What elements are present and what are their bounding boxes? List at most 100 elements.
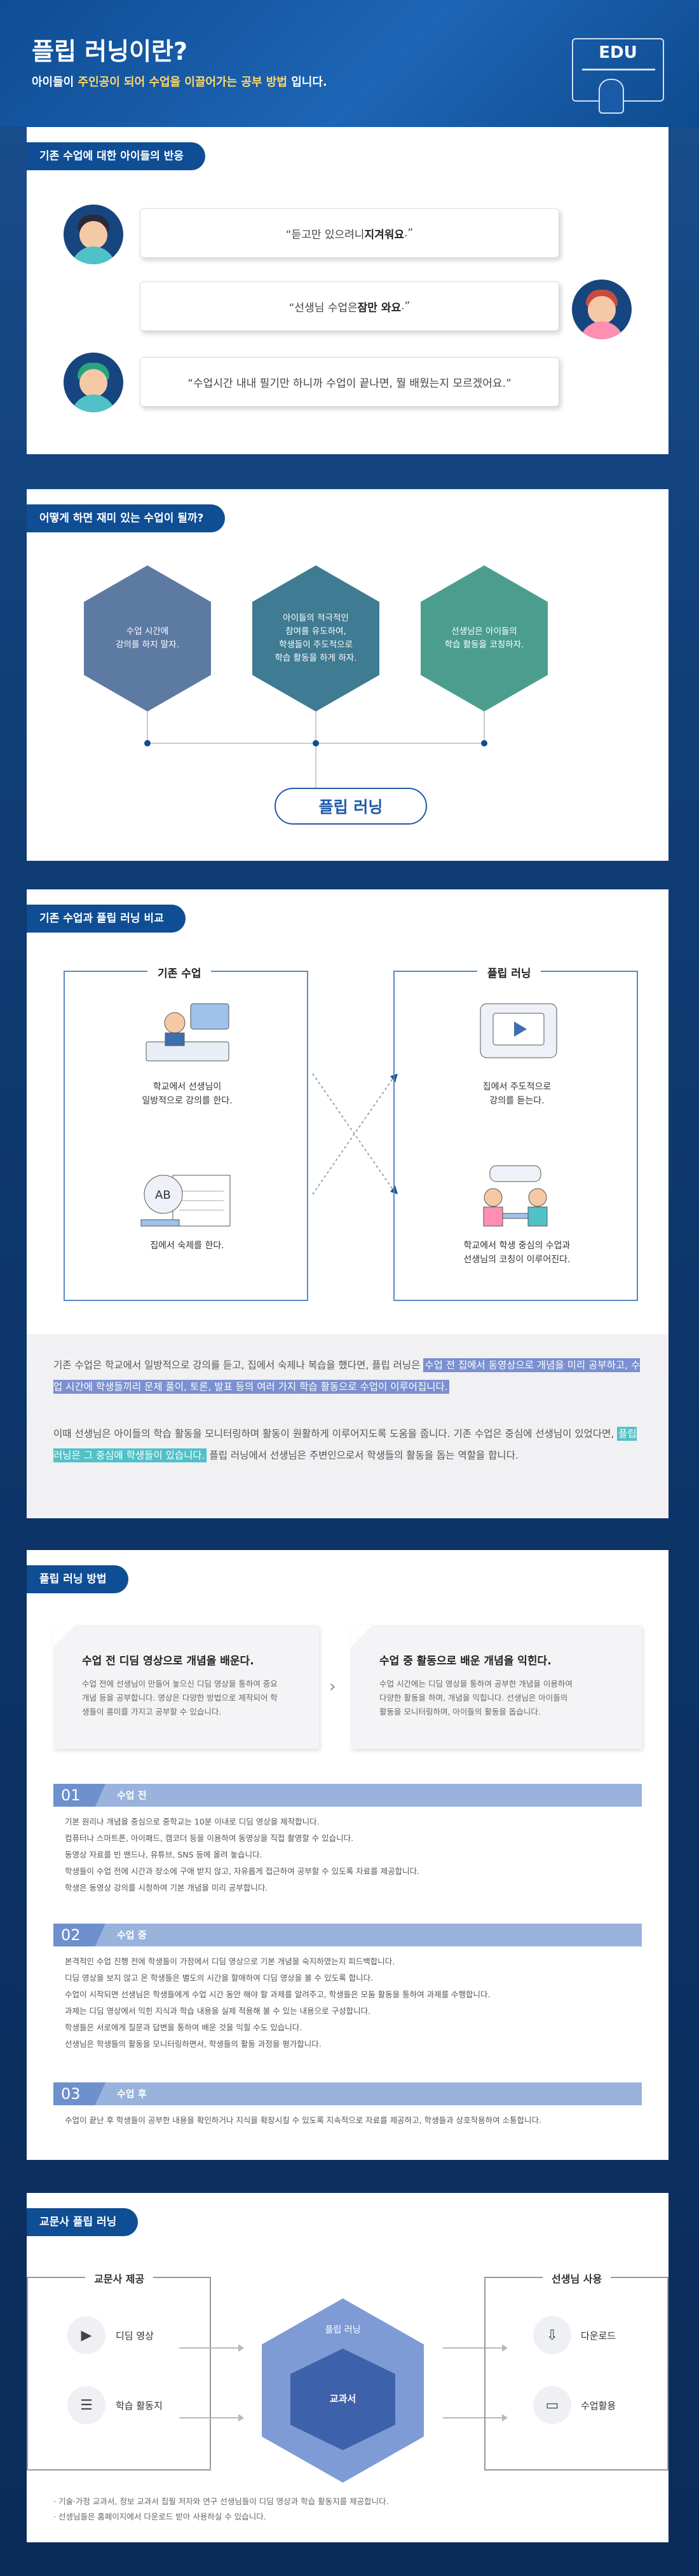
footnote-2: · 선생님들은 홈페이지에서 다운로드 받아 사용하실 수 있습니다. — [53, 2512, 266, 2521]
teacher-item-class-use: 수업활용 — [581, 2400, 616, 2411]
flip-caption-1: 집에서 주도적으로 강의를 듣는다. — [482, 1082, 552, 1106]
method-card-during: 수업 중 활동으로 배운 개념을 익힌다. 수업 시간에는 디딤 영상을 통하여… — [351, 1625, 642, 1749]
arrow-right-icon — [179, 2414, 244, 2422]
traditional-caption-1: 학교에서 선생님이 일방적으로 강의를 한다. — [142, 1082, 233, 1106]
section-method: 플립 러닝 방법 수업 전 디딤 영상으로 개념을 배운다. 수업 전에 선생님… — [27, 1550, 668, 2160]
connector-dot — [481, 740, 487, 746]
quote-end: .” — [401, 300, 411, 313]
hex-no-lecture: 수업 시간에 강의를 하지 말자. — [84, 565, 211, 711]
step-line: 디딤 영상을 보지 않고 온 학생들은 별도의 시간을 할애하여 디딤 영상을 … — [65, 1973, 374, 1983]
screen-divider — [582, 69, 655, 71]
download-icon: ⇩ — [533, 2316, 571, 2354]
flip-learning-pill: 플립 러닝 — [275, 788, 427, 825]
avatar-face — [79, 369, 107, 397]
connector-line — [315, 711, 316, 788]
connector-line — [484, 711, 485, 743]
section-tag-gyomunsa: 교문사 플립 러닝 — [27, 2208, 139, 2236]
section-tag-method: 플립 러닝 방법 — [27, 1565, 128, 1593]
avatar-face — [588, 296, 616, 324]
card-title: 수업 중 활동으로 배운 개념을 익힌다. — [379, 1655, 552, 1668]
step-label: 수업 후 — [117, 2088, 147, 2100]
quote-text: “수업시간 내내 필기만 하니까 수업이 끝나면, 뭘 배웠는지 모르겠어요.” — [187, 377, 512, 390]
section-tag-reactions: 기존 수업에 대한 아이들의 반응 — [27, 142, 205, 170]
step-line: 본격적인 수업 진행 전에 학생들이 가정에서 디딤 영상으로 기본 개념을 숙… — [65, 1957, 395, 1966]
section-fun-class: 어떻게 하면 재미 있는 수업이 될까? 수업 시간에 강의를 하지 말자. 아… — [27, 489, 668, 861]
avatar-body — [71, 394, 116, 412]
compare-paragraph-2: 이때 선생님은 아이들의 학습 활동을 모니터링하며 활동이 원활하게 이루어지… — [53, 1423, 642, 1466]
card-title: 수업 전 디딤 영상으로 개념을 배운다. — [82, 1655, 254, 1668]
textbook-hex — [290, 2349, 395, 2450]
step-bar-3: 03 수업 후 — [53, 2082, 642, 2105]
quote-text: “듣고만 있으려니 — [285, 228, 365, 241]
section-compare: 기존 수업과 플립 러닝 비교 기존 수업 학교에서 선생님이 일방적으로 강의… — [27, 889, 668, 1518]
homework-icon: AB — [140, 1175, 231, 1227]
worksheet-icon: ☰ — [67, 2386, 105, 2424]
hex-label-flip: 플립 러닝 — [325, 2325, 361, 2335]
step-line: 선생님은 학생들의 활동을 모니터링하면서, 학생들의 활동 과정을 평가합니다… — [65, 2039, 322, 2049]
card-body: 수업 전에 선생님이 만들어 놓으신 디딤 영상을 통하여 중요 개념 등을 공… — [82, 1679, 278, 1716]
speech-bubble-1: “듣고만 있으려니 지겨워요.” — [140, 208, 559, 258]
flip-learning-title: 플립 러닝 — [477, 964, 541, 980]
quote-bold: 잠만 와요 — [357, 301, 402, 314]
teacher-lecture-icon — [146, 1003, 229, 1062]
page-title: 플립 러닝이란? — [32, 37, 188, 65]
arrow-right-icon — [443, 2414, 508, 2422]
step-number: 03 — [53, 2082, 105, 2105]
avatar-body — [71, 246, 116, 264]
quote-end: .” — [404, 227, 414, 239]
step-line: 학생들은 서로에게 질문과 답변을 통하여 배운 것을 익힐 수도 있습니다. — [65, 2023, 302, 2032]
step-line: 컴퓨터나 스마트폰, 아이패드, 캠코더 등을 이용하여 동영상을 직접 촬영할… — [65, 1833, 354, 1843]
header-banner: 플립 러닝이란? 아이들이 주인공이 되어 수업을 이끌어가는 공부 방법 입니… — [0, 0, 699, 127]
step-line: 동영상 자료를 빈 밴드나, 유튜브, SNS 등에 올려 놓습니다. — [65, 1850, 262, 1859]
section-reactions: 기존 수업에 대한 아이들의 반응 “듣고만 있으려니 지겨워요.” “선생님 … — [27, 127, 668, 454]
compare-arrows — [312, 1073, 398, 1195]
step-list-3: 수업이 끝난 후 학생들이 공부한 내용을 확인하거나 지식을 확장시킬 수 있… — [65, 2112, 637, 2129]
provider-item-video: 디딤 영상 — [116, 2330, 154, 2342]
subtitle-text-end: 입니다. — [287, 76, 327, 89]
arrow-right-icon — [443, 2344, 508, 2352]
edu-label: EDU — [599, 43, 637, 62]
method-card-before: 수업 전 디딤 영상으로 개념을 배운다. 수업 전에 선생님이 만들어 놓으신… — [53, 1625, 319, 1749]
connector-dot — [144, 740, 151, 746]
step-number: 01 — [53, 1784, 105, 1807]
avatar-body — [580, 321, 624, 339]
hex-teacher-coaching: 선생님은 아이들의 학습 활동을 코칭하자. — [421, 565, 548, 711]
section-tag-fun-class: 어떻게 하면 재미 있는 수업이 될까? — [27, 504, 226, 532]
subtitle-highlight: 주인공이 되어 수업을 이끌어가는 공부 방법 — [78, 76, 287, 89]
student-discussion-icon — [483, 1165, 548, 1227]
compare-explanation: 기존 수업은 학교에서 일방적으로 강의를 듣고, 집에서 숙제나 복습을 했다… — [27, 1334, 668, 1518]
card-body: 수업 시간에는 디딤 영상을 통하여 공부한 개념을 이용하여 다양한 활동을 … — [379, 1679, 573, 1716]
section-gyomunsa: 교문사 플립 러닝 교문사 제공 ▶ 디딤 영상 ☰ 학습 활동지 플립 러닝 … — [27, 2193, 668, 2542]
quote-text: “선생님 수업은 — [288, 301, 358, 314]
traditional-class-box: 기존 수업 학교에서 선생님이 일방적으로 강의를 한다. AB 집에서 숙제를… — [64, 964, 308, 1301]
step-list-1: 기본 원리나 개념을 중심으로 중학교는 10분 이내로 디딤 영상을 제작합니… — [65, 1814, 637, 1896]
student-avatar-girl — [572, 280, 632, 339]
step-number: 02 — [53, 1924, 105, 1946]
step-line: 수업이 끝난 후 학생들이 공부한 내용을 확인하거나 지식을 확장시킬 수 있… — [65, 2115, 542, 2125]
online-video-icon — [480, 1003, 557, 1058]
connector-dot — [313, 740, 319, 746]
step-line: 학생들이 수업 전에 시간과 장소에 구애 받지 않고, 자유롭게 접근하여 공… — [65, 1866, 420, 1876]
para-text: 기존 수업은 학교에서 일방적으로 강의를 듣고, 집에서 숙제나 복습을 했다… — [53, 1359, 424, 1371]
avatar-face — [79, 221, 107, 249]
flip-caption-2: 학교에서 학생 중심의 수업과 선생님의 코칭이 이루어진다. — [463, 1241, 571, 1265]
video-icon: ▶ — [67, 2316, 105, 2354]
teacher-box-title: 선생님 사용 — [543, 2270, 611, 2286]
flip-learning-box: 플립 러닝 집에서 주도적으로 강의를 듣는다. 학교에서 학생 중심의 수업과… — [393, 964, 638, 1301]
hex-active-participation: 아이들의 적극적인 참여를 유도하여, 학생들이 주도적으로 학습 활동을 하게… — [252, 565, 379, 711]
step-list-2: 본격적인 수업 진행 전에 학생들이 가정에서 디딤 영상으로 기본 개념을 숙… — [65, 1953, 637, 2053]
pointing-hand-icon — [599, 79, 624, 114]
speech-bubble-3: “수업시간 내내 필기만 하니까 수업이 끝나면, 뭘 배웠는지 모르겠어요.” — [140, 357, 559, 407]
quote-bold: 지겨워요 — [364, 228, 405, 241]
connector-line — [147, 711, 148, 743]
step-line: 수업이 시작되면 선생님은 학생들에게 수업 시간 동안 해야 할 과제를 알려… — [65, 1990, 491, 1999]
subtitle-text: 아이들이 — [32, 76, 78, 89]
classroom-use-icon: ▭ — [533, 2386, 571, 2424]
para-text: 이때 선생님은 아이들의 학습 활동을 모니터링하며 활동이 원활하게 이루어지… — [53, 1428, 618, 1440]
svg-text:AB: AB — [155, 1189, 171, 1202]
student-avatar-boy — [64, 205, 123, 264]
section-tag-compare: 기존 수업과 플립 러닝 비교 — [27, 905, 186, 933]
edu-screen-icon: EDU — [572, 38, 664, 114]
